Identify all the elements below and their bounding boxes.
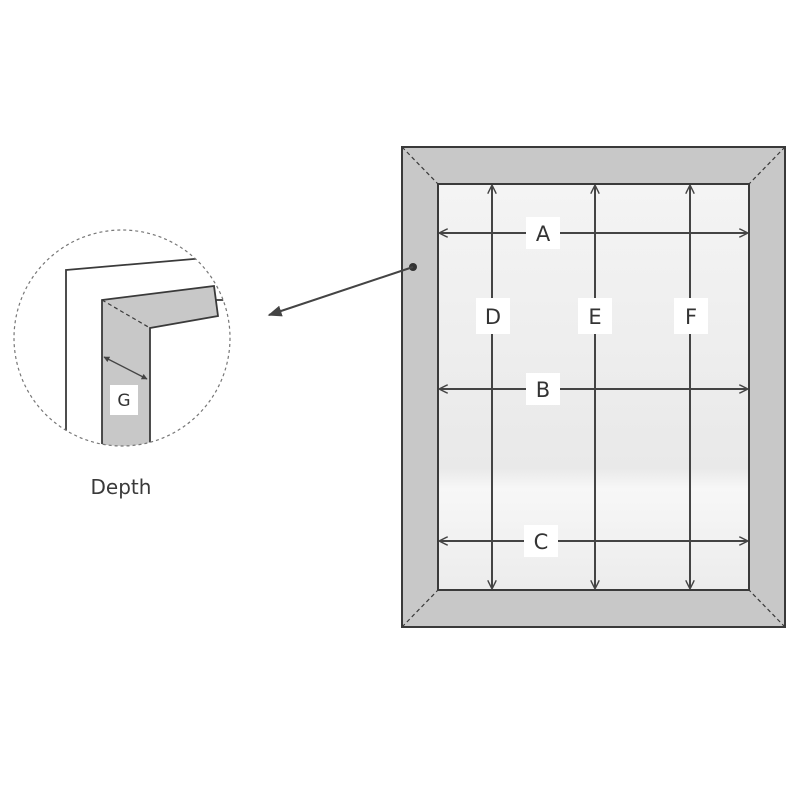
- label-f: F: [674, 298, 708, 334]
- frame: [401, 146, 786, 628]
- label-d: D: [476, 298, 510, 334]
- frame-glass: [437, 183, 750, 591]
- horizontal-dimension-arrows: [440, 233, 747, 541]
- label-b-text: B: [536, 378, 550, 402]
- detail-pointer: [267, 263, 417, 317]
- depth-detail: G: [13, 229, 231, 447]
- label-e-text: E: [588, 305, 601, 329]
- label-a: A: [526, 217, 560, 249]
- frame-mitre-lines: [401, 146, 786, 628]
- depth-caption: Depth: [91, 475, 152, 499]
- label-d-text: D: [485, 305, 501, 329]
- arrow-g: [103, 356, 148, 380]
- label-e: E: [578, 298, 612, 334]
- label-f-text: F: [685, 305, 697, 329]
- label-g-text: G: [117, 391, 130, 411]
- label-c-text: C: [534, 530, 549, 554]
- label-g: G: [110, 385, 138, 415]
- label-a-text: A: [536, 222, 551, 246]
- label-c: C: [524, 525, 558, 557]
- label-b: B: [526, 373, 560, 405]
- pointer-arrow: [267, 266, 414, 317]
- detail-circle-outline: [13, 229, 231, 447]
